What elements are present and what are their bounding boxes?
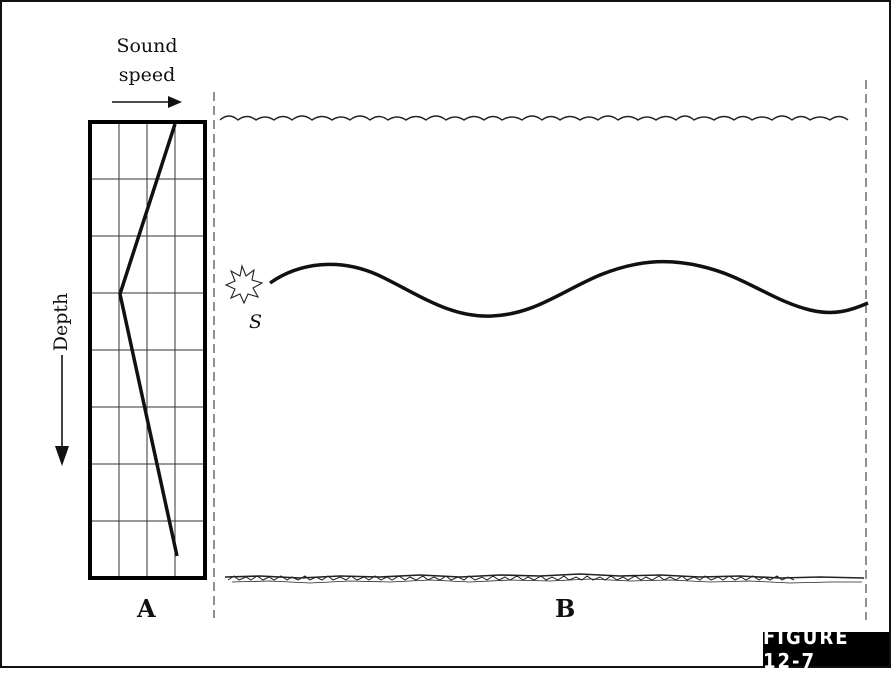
sound-label: Sound xyxy=(116,35,177,57)
depth-label: Depth xyxy=(50,293,72,352)
panel-a-label: A xyxy=(137,594,156,623)
panel-b-label: B xyxy=(555,594,576,623)
source-label: S xyxy=(249,311,262,333)
speed-label: speed xyxy=(119,64,176,86)
figure-label: FIGURE 12-7 xyxy=(763,625,889,673)
sound-source-burst-icon xyxy=(224,264,264,305)
depth-arrow xyxy=(55,355,69,466)
sound-ray-path xyxy=(268,259,869,318)
sound-speed-profile-line xyxy=(118,123,179,557)
speed-arrow xyxy=(112,96,182,108)
sound-speed-profile-graph xyxy=(88,120,207,580)
sea-surface xyxy=(219,115,849,121)
sea-floor xyxy=(224,573,865,584)
